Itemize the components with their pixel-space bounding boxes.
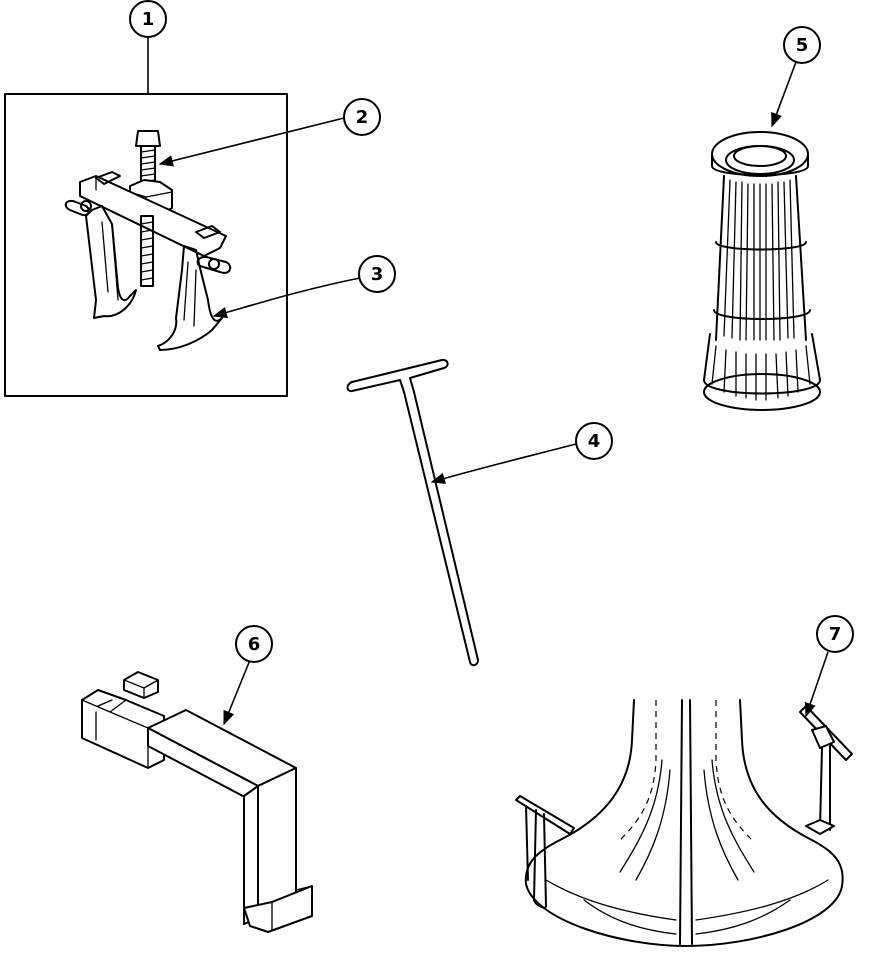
callout-2-leader [158, 117, 345, 167]
callout-1[interactable]: 1 [129, 0, 167, 38]
puller-drawing [64, 130, 232, 351]
callout-1-label: 1 [142, 9, 155, 30]
puller-kit-box [4, 93, 288, 397]
base-clamp-tool: 7 [515, 615, 854, 947]
callout-5[interactable]: 5 [783, 26, 821, 64]
callout-7-leader [804, 651, 829, 718]
hook-bracket: 6 [81, 625, 313, 933]
callout-4[interactable]: 4 [575, 422, 613, 460]
callout-3[interactable]: 3 [358, 255, 396, 293]
callout-7[interactable]: 7 [816, 615, 854, 653]
callout-6-label: 6 [248, 634, 261, 655]
callout-3-leader [212, 277, 361, 319]
callout-4-leader [430, 443, 577, 484]
callout-2-label: 2 [356, 107, 369, 128]
callout-6[interactable]: 6 [235, 625, 273, 663]
t-handle-wrench: 4 [346, 358, 613, 667]
callout-2[interactable]: 2 [343, 98, 381, 136]
callout-4-label: 4 [588, 431, 601, 452]
callout-5-label: 5 [796, 35, 809, 56]
callout-7-label: 7 [829, 624, 842, 645]
callout-6-leader [223, 659, 251, 726]
callout-3-label: 3 [371, 264, 384, 285]
spanner-tool: 5 [703, 26, 821, 411]
puller-kit-group: 1 [4, 0, 396, 397]
callout-5-leader [771, 61, 797, 128]
